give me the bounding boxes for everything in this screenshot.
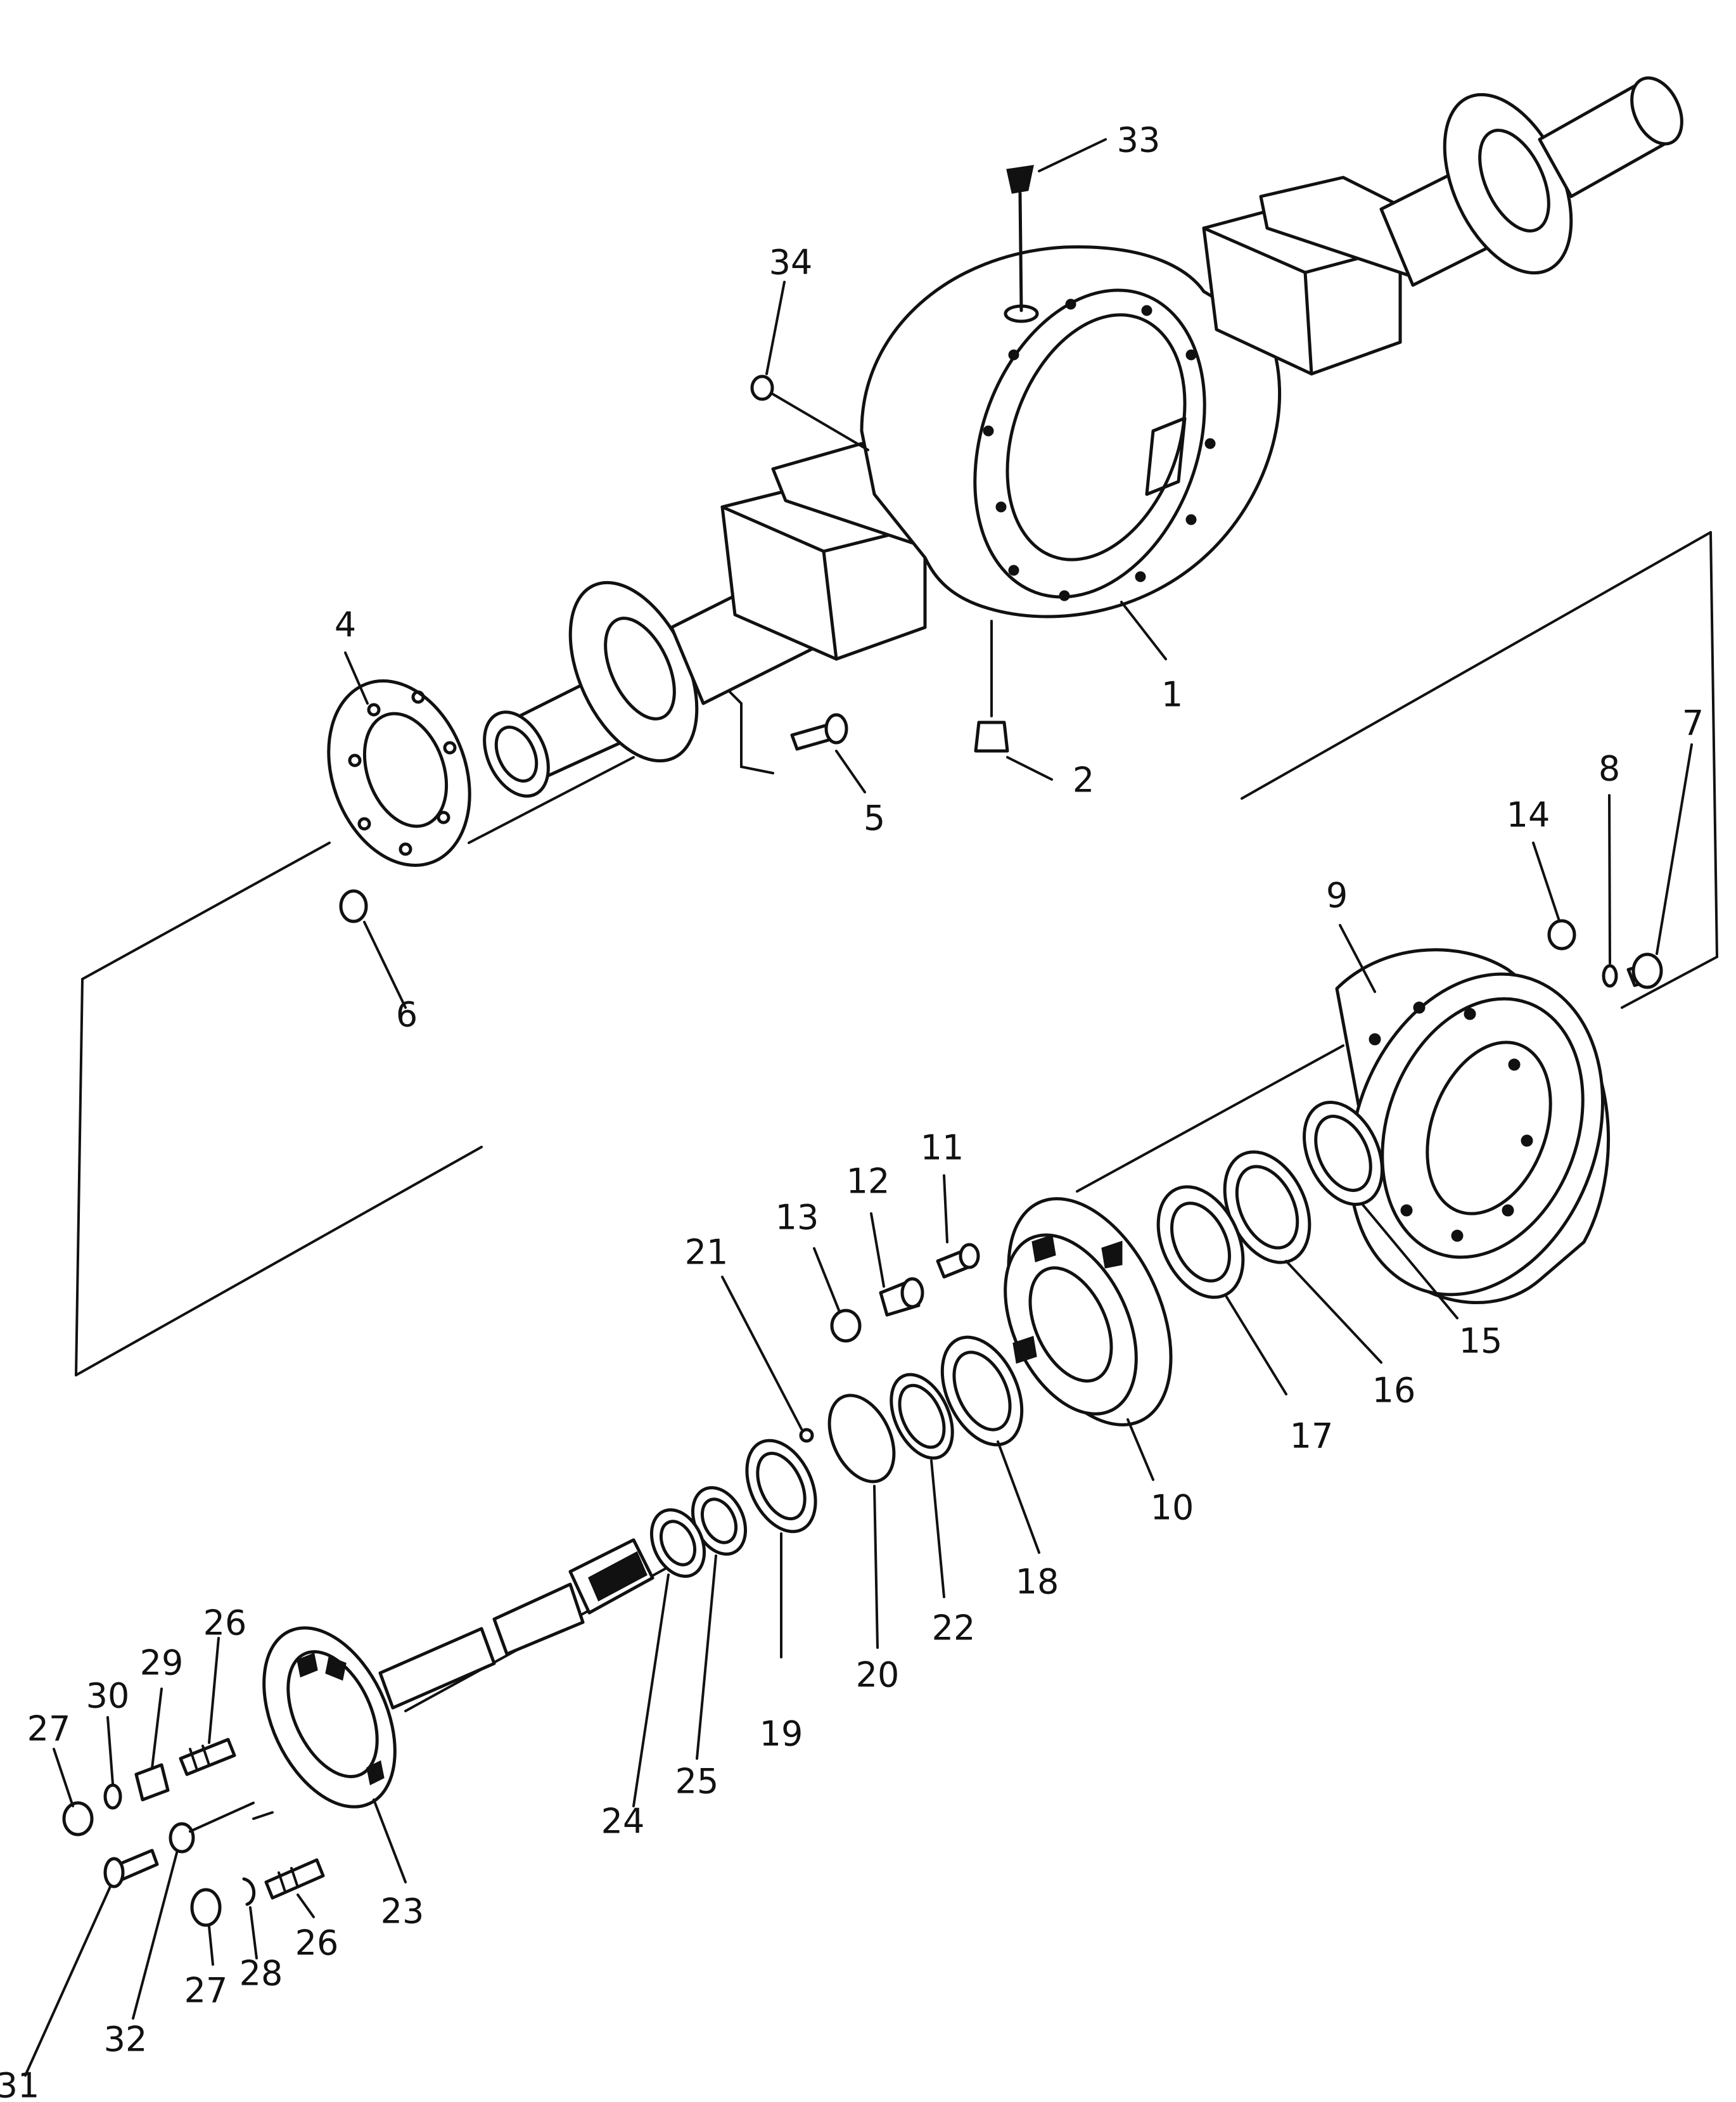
nut-27-lower [190, 1888, 222, 1927]
washer-28 [242, 1877, 256, 1906]
callout-33: 33 [1117, 120, 1161, 160]
callout-16: 16 [1372, 1371, 1416, 1411]
leader-lines [24, 138, 1693, 2077]
fitting-11 [936, 1174, 980, 1279]
pin-21 [799, 1428, 814, 1443]
callout-15: 15 [1459, 1321, 1503, 1361]
callout-17: 17 [1290, 1416, 1334, 1456]
callout-30: 30 [86, 1676, 130, 1716]
drain-plug-2 [974, 620, 1009, 753]
callout-9: 9 [1326, 876, 1348, 916]
bearing-24 [649, 1508, 706, 1578]
callout-8: 8 [1599, 749, 1620, 789]
stud-26-lower [264, 1858, 325, 1900]
washer-8 [1602, 964, 1618, 988]
seal-18 [940, 1335, 1024, 1447]
nut-19 [745, 1439, 817, 1534]
spacer-29 [134, 1763, 170, 1802]
callout-10: 10 [1151, 1488, 1194, 1528]
cap-13 [830, 1309, 862, 1343]
callout-labels: 1 2 4 5 6 7 8 9 10 11 12 13 14 15 16 17 … [0, 120, 1704, 2102]
plug-34 [750, 375, 774, 401]
callout-28: 28 [239, 1954, 283, 1994]
nut-14 [1547, 919, 1576, 951]
callout-27a: 27 [27, 1709, 71, 1749]
callout-19: 19 [760, 1714, 803, 1754]
callout-13: 13 [775, 1198, 819, 1238]
axle-shaft-23 [262, 1538, 654, 1809]
nut-27-upper [62, 1801, 94, 1836]
callout-2: 2 [1073, 760, 1094, 800]
callout-5: 5 [864, 798, 885, 838]
washer-25 [691, 1486, 748, 1556]
bearing-15 [1303, 1101, 1384, 1206]
callout-24: 24 [601, 1802, 645, 1842]
callout-27b: 27 [184, 1971, 228, 2011]
callout-29: 29 [140, 1643, 184, 1683]
nut-6 [339, 889, 368, 923]
bolt-5 [790, 713, 848, 751]
nut-32 [169, 1822, 195, 1854]
callout-26a: 26 [203, 1603, 247, 1643]
callout-23: 23 [381, 1892, 424, 1932]
callout-34: 34 [769, 243, 813, 283]
nut-22 [890, 1373, 954, 1460]
bolt-31 [103, 1849, 159, 1888]
callout-1: 1 [1161, 675, 1183, 715]
callout-12: 12 [846, 1162, 890, 1202]
bearing-cup-16 [1223, 1150, 1312, 1264]
callout-7: 7 [1682, 703, 1704, 743]
callout-14: 14 [1507, 795, 1550, 835]
callout-21: 21 [685, 1233, 729, 1272]
brake-drum-9 [1335, 948, 1611, 1304]
callout-25: 25 [675, 1762, 719, 1802]
lock-washer-20 [827, 1394, 896, 1484]
callout-22: 22 [932, 1608, 976, 1648]
callout-32: 32 [104, 2020, 148, 2060]
breather-33 [1004, 165, 1039, 323]
fitting-12 [879, 1277, 924, 1317]
callout-4: 4 [335, 605, 356, 645]
callout-31: 31 [0, 2066, 39, 2102]
callout-11: 11 [921, 1128, 964, 1168]
gasket-4 [327, 679, 471, 867]
bolt-7 [1626, 952, 1663, 989]
stud-26-upper [179, 1738, 236, 1776]
wheel-hub-10 [1004, 1197, 1173, 1426]
callout-20: 20 [856, 1655, 900, 1695]
washer-30 [103, 1783, 122, 1810]
callout-26b: 26 [295, 1923, 339, 1963]
callout-18: 18 [1016, 1562, 1059, 1602]
callout-6: 6 [396, 995, 418, 1035]
axle-housing [483, 76, 1683, 798]
